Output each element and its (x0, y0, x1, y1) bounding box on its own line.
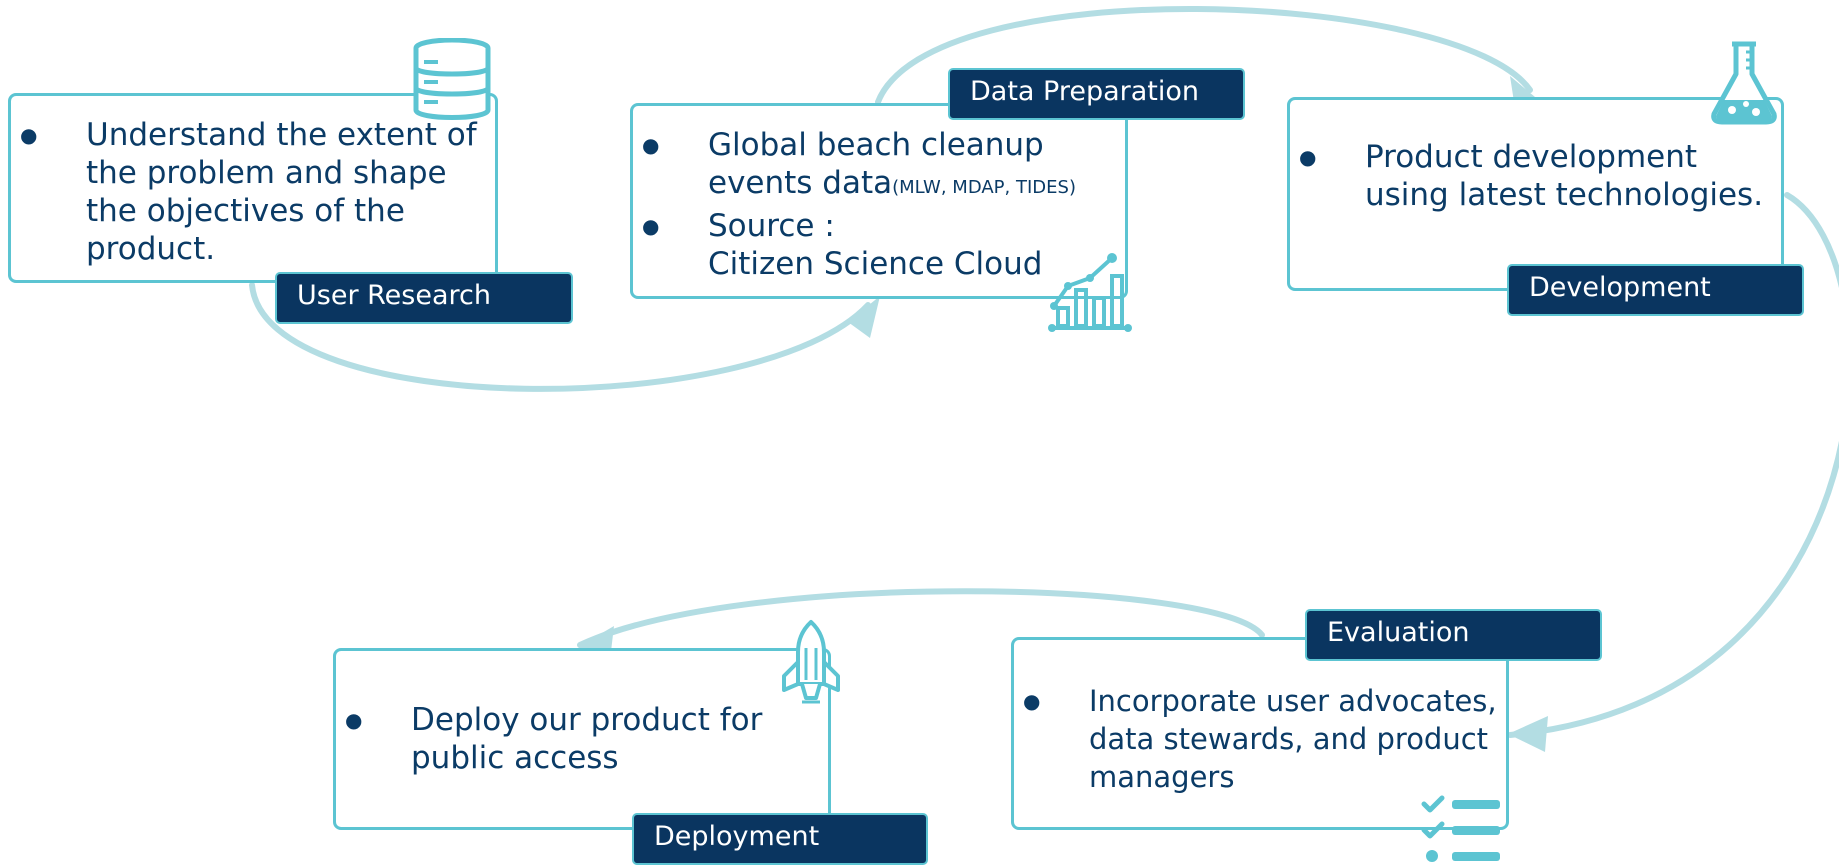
rocket-icon (782, 620, 840, 704)
data-preparation-source-label: Source : (708, 208, 835, 244)
arrowhead-development (1510, 76, 1535, 102)
data-preparation-bullet-data-main: Global beach cleanup events data (708, 127, 1044, 201)
evaluation-label: Evaluation (1305, 609, 1602, 661)
evaluation-bullet: Incorporate user advocates, data steward… (1023, 682, 1499, 796)
user-research-bullet: Understand the extent of the problem and… (20, 116, 486, 268)
arrowhead-preparation (848, 296, 880, 338)
database-icon (413, 38, 491, 120)
arrow-preparation-to-development (875, 6, 1533, 105)
arrow-evaluation-to-deployment (577, 588, 1265, 648)
arrow-development-to-evaluation (1507, 192, 1839, 738)
checklist-icon (1421, 795, 1500, 862)
user-research-label: User Research (275, 272, 573, 324)
development-bullet: Product development using latest technol… (1299, 138, 1765, 214)
data-preparation-bullet-data: Global beach cleanup events data(MLW, MD… (642, 126, 1118, 207)
data-preparation-bullet-data-sources: (MLW, MDAP, TIDES) (892, 177, 1076, 198)
arrowhead-evaluation (1508, 716, 1548, 752)
data-preparation-label: Data Preparation (948, 68, 1245, 120)
deployment-label: Deployment (632, 813, 928, 865)
evaluation-box: Incorporate user advocates, data steward… (1011, 637, 1509, 830)
flask-icon (1711, 41, 1777, 125)
growth-chart-icon (1048, 253, 1132, 332)
deployment-bullet: Deploy our product for public access (345, 701, 811, 777)
arrow-research-to-preparation (249, 282, 871, 392)
data-preparation-bullet-source: Source : Citizen Science Cloud (642, 207, 1118, 283)
development-label: Development (1507, 264, 1804, 316)
development-box: Product development using latest technol… (1287, 97, 1784, 291)
data-preparation-source-value: Citizen Science Cloud (708, 246, 1043, 282)
user-research-box: Understand the extent of the problem and… (8, 93, 498, 283)
data-preparation-box: Global beach cleanup events data(MLW, MD… (630, 103, 1128, 299)
deployment-box: Deploy our product for public access (333, 648, 831, 830)
